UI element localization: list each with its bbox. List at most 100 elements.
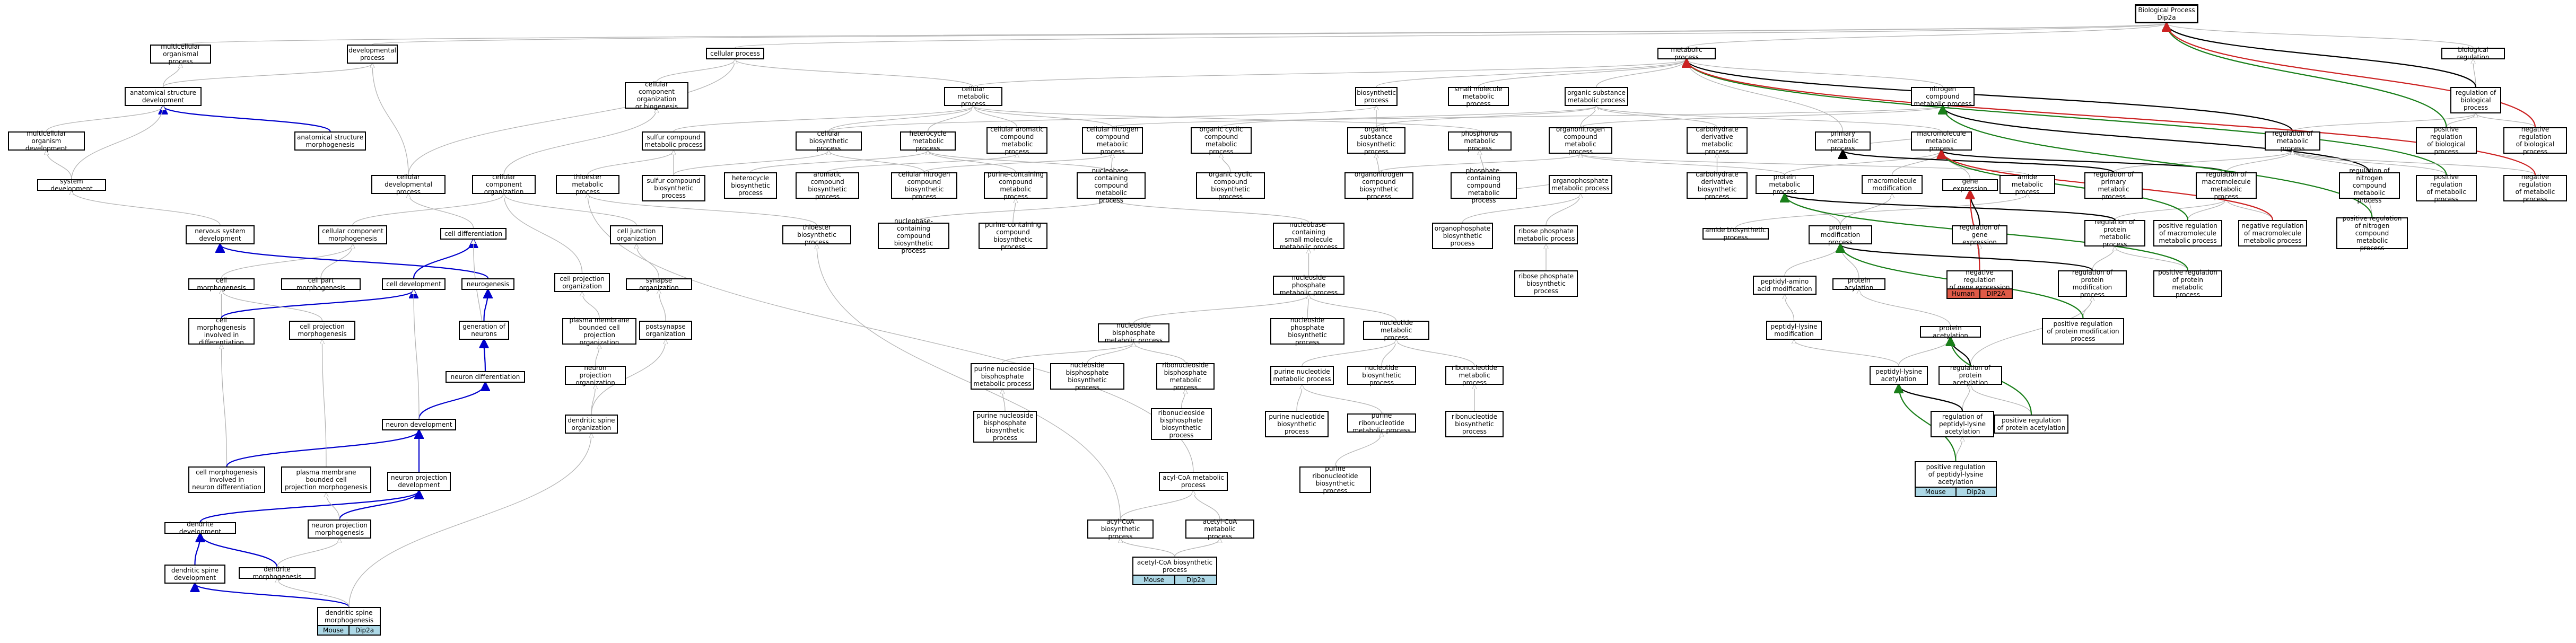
go-term-nucbasecont[interactable]: nucleobase-containing compound metabolic…: [1077, 167, 1146, 204]
go-term-acetylcoabio[interactable]: acetyl-CoA biosynthetic process: [1132, 557, 1217, 576]
species-badge[interactable]: Human: [1946, 288, 1980, 299]
go-term-moproc[interactable]: multicellular organismal process: [150, 43, 211, 65]
go-term-synorg[interactable]: synapse organization: [626, 277, 692, 292]
go-term-ccorg[interactable]: cellular component organization or bioge…: [625, 81, 688, 110]
go-term-heterobio[interactable]: heterocycle biosynthetic process: [724, 172, 777, 199]
go-term-peptaa[interactable]: peptidyl-amino acid modification: [1753, 276, 1817, 295]
go-term-posregpeptlys[interactable]: positive regulation of peptidyl-lysine a…: [1915, 461, 1997, 488]
go-term-neurogen[interactable]: neurogenesis: [461, 278, 514, 290]
go-term-anatmorph[interactable]: anatomical structure morphogenesis: [294, 131, 366, 151]
go-term-celljunc[interactable]: cell junction organization: [610, 225, 663, 244]
go-term-protmod[interactable]: protein modification process: [1809, 224, 1872, 246]
go-term-acylcoabio[interactable]: acyl-CoA biosynthetic process: [1087, 518, 1154, 540]
go-term-negreggeneexp[interactable]: negative regulation of gene expression: [1946, 269, 2013, 291]
go-term-organonitbio[interactable]: organonitrogen compound biosynthetic pro…: [1344, 171, 1413, 200]
species-badge[interactable]: Mouse: [1915, 487, 1957, 497]
go-term-ccmorph[interactable]: cellular component morphogenesis: [318, 225, 387, 244]
go-term-purinebio[interactable]: purine-containing compound biosynthetic …: [979, 221, 1047, 251]
go-term-arombio[interactable]: aromatic compound biosynthetic process: [796, 171, 859, 200]
go-term-dendspineorg[interactable]: dendritic spine organization: [565, 415, 618, 434]
go-term-protacet[interactable]: protein acetylation: [1920, 324, 1981, 339]
go-term-posregprotmet[interactable]: positive regulation of protein metabolic…: [2153, 269, 2222, 298]
go-term-phosphcont[interactable]: phosphate-containing compound metabolic …: [1451, 167, 1517, 204]
go-term-purnucbisbio[interactable]: nucleoside bisphosphate biosynthetic pro…: [1050, 362, 1124, 391]
go-term-carbder[interactable]: carbohydrate derivative metabolic proces…: [1687, 126, 1748, 155]
go-term-regmet[interactable]: regulation of metabolic process: [2265, 130, 2320, 152]
go-term-regprotmod[interactable]: regulation of protein modification proce…: [2058, 269, 2127, 298]
go-term-geneexp[interactable]: gene expression: [1942, 178, 1998, 192]
go-term-nitro[interactable]: nitrogen compound metabolic process: [1911, 85, 1975, 108]
go-term-neuronprojmorph[interactable]: neuron projection morphogenesis: [308, 519, 371, 539]
go-term-organophos[interactable]: organophosphate metabolic process: [1549, 175, 1612, 194]
go-term-postsyn[interactable]: postsynapse organization: [639, 321, 692, 340]
go-term-celldiff[interactable]: cell differentiation: [440, 228, 507, 240]
go-term-ribonucbis[interactable]: ribonucleoside bisphosphate metabolic pr…: [1156, 362, 1215, 391]
go-term-cellproc[interactable]: cellular process: [706, 48, 764, 59]
go-term-hetero[interactable]: heterocycle metabolic process: [900, 130, 956, 152]
gene-badge[interactable]: Dip2a: [350, 625, 381, 636]
go-term-acetylcoamet[interactable]: acetyl-CoA metabolic process: [1185, 518, 1254, 540]
go-term-cellbiosyn[interactable]: cellular biosynthetic process: [796, 130, 862, 152]
go-term-neurondev[interactable]: neuron development: [382, 419, 456, 430]
go-term-pmbcellprojmorph[interactable]: plasma membrane bounded cell projection …: [281, 466, 371, 493]
go-term-orgcycbio[interactable]: organic cyclic compound biosynthetic pro…: [1196, 171, 1265, 200]
go-term-reggeneexp[interactable]: regulation of gene expression: [1952, 224, 2007, 246]
go-term-regprim[interactable]: regulation of primary metabolic process: [2084, 171, 2143, 200]
go-term-regpeptlysacet[interactable]: regulation of peptidyl-lysine acetylatio…: [1931, 411, 1994, 437]
go-term-negregmet[interactable]: negative regulation of metabolic process: [2503, 173, 2567, 203]
go-term-phos[interactable]: phosphorus metabolic process: [1448, 130, 1512, 152]
go-term-nucbasebio[interactable]: nucleobase-containing compound biosynthe…: [878, 217, 949, 254]
go-term-purnucbisbio2[interactable]: purine nucleoside bisphosphate biosynthe…: [973, 411, 1037, 443]
go-term-peptlysacet[interactable]: peptidyl-lysine acetylation: [1870, 366, 1928, 385]
go-term-thioesterbio[interactable]: thioester biosynthetic process: [782, 224, 851, 246]
go-term-cellnitro[interactable]: cellular nitrogen compound metabolic pro…: [1082, 126, 1143, 155]
go-term-organonit[interactable]: organonitrogen compound metabolic proces…: [1549, 126, 1612, 155]
go-term-cellmorphdiff[interactable]: cell morphogenesis involved in different…: [188, 316, 255, 346]
go-term-sysdev[interactable]: system development: [37, 178, 106, 192]
go-term-protacyl[interactable]: protein acylation: [1832, 277, 1885, 292]
go-term-posregmet[interactable]: positive regulation of metabolic process: [2416, 173, 2477, 203]
go-term-posregprotmod[interactable]: positive regulation of protein modificat…: [2042, 318, 2124, 345]
go-term-posregmacro[interactable]: positive regulation of macromolecule met…: [2153, 220, 2222, 246]
go-term-posregbio[interactable]: positive regulation of biological proces…: [2416, 126, 2477, 155]
go-term-negregbio[interactable]: negative regulation of biological proces…: [2503, 126, 2567, 155]
go-term-smallmol[interactable]: small molecule metabolic process: [1448, 85, 1509, 108]
go-term-purribonucbio[interactable]: purine ribonucleotide biosynthetic proce…: [1299, 465, 1371, 495]
go-term-celldev[interactable]: cell development: [382, 278, 446, 290]
species-badge[interactable]: Mouse: [317, 625, 350, 636]
go-term-amidebio[interactable]: amide biosynthetic process: [1702, 226, 1769, 241]
go-term-regprotacet[interactable]: regulation of protein acetylation: [1938, 364, 2002, 386]
go-term-dendritedev[interactable]: dendrite development: [164, 521, 236, 535]
go-term-devproc[interactable]: developmental process: [347, 45, 398, 64]
go-term-purnucbio[interactable]: purine nucleotide biosynthetic process: [1265, 411, 1329, 437]
go-term-cellmet[interactable]: cellular metabolic process: [944, 85, 1002, 108]
go-term-posregnitro[interactable]: positive regulation of nitrogen compound…: [2336, 215, 2408, 252]
go-term-biosyn[interactable]: biosynthetic process: [1355, 87, 1398, 106]
go-term-orgcyc[interactable]: organic cyclic compound metabolic proces…: [1191, 126, 1252, 155]
go-term-cellmorphneur[interactable]: cell morphogenesis involved in neuron di…: [188, 466, 265, 493]
go-term-regprotmet[interactable]: regulation of protein metabolic process: [2084, 218, 2145, 248]
go-term-thioester[interactable]: thioester metabolic process: [556, 173, 619, 196]
go-term-cellpartmorph[interactable]: cell part morphogenesis: [281, 277, 361, 292]
go-term-metab[interactable]: metabolic process: [1657, 46, 1716, 61]
gene-badge[interactable]: Dip2a: [1956, 487, 1997, 497]
go-term-ribosephos[interactable]: ribose phosphate metabolic process: [1514, 225, 1578, 244]
go-term-bioreg[interactable]: biological regulation: [2441, 46, 2505, 61]
go-term-ribosephosbio[interactable]: ribose phosphate biosynthetic process: [1514, 270, 1578, 297]
go-term-purnucleoside[interactable]: purine nucleoside bisphosphate metabolic…: [971, 363, 1034, 390]
go-term-neuronproj[interactable]: neuron projection organization: [565, 364, 626, 386]
go-term-primmet[interactable]: primary metabolic process: [1815, 130, 1871, 152]
go-term-orgsub[interactable]: organic substance metabolic process: [1565, 87, 1628, 106]
go-term-macromol[interactable]: macromolecule metabolic process: [1911, 130, 1972, 152]
go-term-regbio[interactable]: regulation of biological process: [2450, 87, 2501, 113]
go-term-mcodev[interactable]: multicellular organism development: [8, 130, 85, 152]
go-term-ccorg2[interactable]: cellular component organization: [472, 173, 536, 196]
go-term-peptlys[interactable]: peptidyl-lysine modification: [1766, 321, 1822, 340]
go-term-orgsubbio[interactable]: organic substance biosynthetic process: [1347, 126, 1405, 155]
go-term-cellprojorg[interactable]: cell projection organization: [554, 273, 610, 292]
go-term-nucphosmet[interactable]: nucleoside phosphate metabolic process: [1273, 274, 1344, 296]
go-term-cellarom[interactable]: cellular aromatic compound metabolic pro…: [986, 126, 1047, 155]
go-term-cellnitrobio[interactable]: cellular nitrogen compound biosynthetic …: [891, 171, 957, 200]
go-term-bp[interactable]: Biological Process Dip2a: [2135, 4, 2198, 23]
go-term-nucleotidebio[interactable]: nucleotide biosynthetic process: [1347, 364, 1416, 386]
